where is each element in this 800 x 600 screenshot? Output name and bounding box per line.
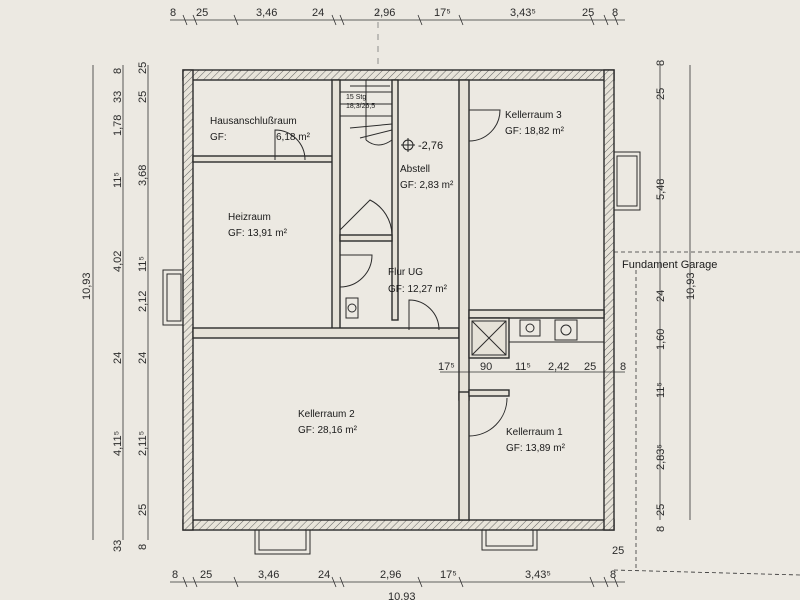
dim-bottom: 24 [318, 569, 330, 581]
inner-walls [192, 79, 605, 521]
dim-inner: 25 [584, 361, 596, 373]
dim-left: 1,78 [112, 115, 124, 136]
dim-right: 8 [655, 526, 667, 532]
dim-left-mid: 25 [137, 504, 149, 516]
room-kellerraum2-name: Kellerraum 2 [298, 409, 355, 420]
stair-ratio: 18,3/26,5 [346, 103, 375, 110]
dim-left: 4,11⁵ [112, 431, 124, 456]
dims-left-inner: 8 33 1,78 11⁵ 4,02 24 4,11⁵ 33 [112, 68, 124, 552]
dim-top: 2,96 [374, 7, 395, 19]
window-niches [162, 151, 641, 555]
dim-left-mid: 24 [137, 352, 149, 364]
dim-bottom-total: 10,93 [388, 591, 416, 600]
dim-top: 8 [170, 7, 176, 19]
dim-top: 25 [196, 7, 208, 19]
dim-left-mid: 2,11⁵ [137, 431, 149, 456]
garage-foundation: Fundament Garage [613, 251, 800, 576]
dim-top: 3,46 [256, 7, 277, 19]
dim-inner: 2,42 [548, 361, 569, 373]
dim-inner: 17⁵ [438, 361, 455, 373]
room-kellerraum3-area: GF: 18,82 m² [505, 126, 565, 137]
room-heizraum-name: Heizraum [228, 212, 271, 223]
dim-left: 11⁵ [112, 172, 124, 188]
dim-inner: 8 [620, 361, 626, 373]
dim-right: 25 [655, 88, 667, 100]
garage-label: Fundament Garage [622, 259, 717, 271]
dim-right: 25 [655, 504, 667, 516]
outer-walls [182, 69, 615, 531]
level-mark-label: -2,76 [418, 140, 443, 152]
dim-bottom: 3,46 [258, 569, 279, 581]
stair-count: 15 Stg [346, 94, 366, 101]
doors [274, 109, 578, 437]
dims-right: 8 25 5,48 24 1,60 11⁵ 2,83⁵ 25 8 10,93 [655, 60, 697, 532]
room-hausanschlussraum-area-value: 6,18 m² [276, 132, 311, 143]
dim-left-mid: 8 [137, 544, 149, 550]
dim-left-total: 10,93 [81, 272, 93, 300]
dim-bottom: 17⁵ [440, 569, 457, 581]
dim-left-mid: 3,68 [137, 165, 149, 186]
dim-right: 2,83⁵ [655, 444, 667, 470]
dimension-lines [92, 14, 691, 588]
dim-left: 33 [112, 540, 124, 552]
room-flur-area: GF: 12,27 m² [388, 284, 448, 295]
dim-left: 4,02 [112, 251, 124, 272]
dim-right-total: 10,93 [685, 272, 697, 300]
room-abstell-name: Abstell [400, 164, 430, 175]
dim-left: 24 [112, 352, 124, 364]
dims-top: 8 25 3,46 24 2,96 17⁵ 3,43⁵ 25 8 [170, 7, 618, 19]
room-hausanschlussraum-area: GF: [210, 132, 227, 143]
room-flur-name: Flur UG [388, 267, 423, 278]
dim-top: 8 [612, 7, 618, 19]
level-marker: -2,76 [401, 138, 443, 152]
dim-right: 8 [655, 60, 667, 66]
dim-right: 11⁵ [655, 382, 667, 398]
dim-bottom: 2,96 [380, 569, 401, 581]
dim-right: 5,48 [655, 179, 667, 200]
dim-left: 8 [112, 68, 124, 74]
room-abstell-area: GF: 2,83 m² [400, 180, 454, 191]
dim-bottom: 25 [612, 545, 624, 557]
dim-left-mid: 25 [137, 91, 149, 103]
dim-inner: 90 [480, 361, 492, 373]
dim-inner: 11⁵ [515, 361, 531, 373]
room-kellerraum3-name: Kellerraum 3 [505, 110, 562, 121]
dim-top: 17⁵ [434, 7, 451, 19]
dim-top: 24 [312, 7, 324, 19]
dims-left-mid: 25 25 3,68 11⁵ 2,12 24 2,11⁵ 25 8 [137, 62, 149, 550]
dim-top: 3,43⁵ [510, 7, 536, 19]
staircase: 15 Stg 18,3/26,5 [339, 79, 393, 236]
dim-bottom: 25 [200, 569, 212, 581]
dim-left-mid: 2,12 [137, 291, 149, 312]
dim-bottom: 8 [610, 569, 616, 581]
room-kellerraum1-area: GF: 13,89 m² [506, 443, 566, 454]
dim-left-mid: 11⁵ [137, 256, 149, 272]
room-hausanschlussraum-name: Hausanschlußraum [210, 116, 297, 127]
dim-right: 24 [655, 290, 667, 302]
room-kellerraum1-name: Kellerraum 1 [506, 427, 563, 438]
dim-left-mid: 25 [137, 62, 149, 74]
room-heizraum-area: GF: 13,91 m² [228, 228, 288, 239]
room-labels: Hausanschlußraum GF: 6,18 m² Heizraum GF… [210, 110, 566, 454]
room-kellerraum2-area: GF: 28,16 m² [298, 425, 358, 436]
dim-right: 1,60 [655, 329, 667, 350]
dim-bottom: 3,43⁵ [525, 569, 551, 581]
dim-top: 25 [582, 7, 594, 19]
dims-bottom: 8 25 3,46 24 2,96 17⁵ 3,43⁵ 25 8 10,93 [172, 545, 624, 600]
dims-inner-row: 17⁵ 90 11⁵ 2,42 25 8 [438, 361, 626, 373]
dim-left: 33 [112, 91, 124, 103]
dim-bottom: 8 [172, 569, 178, 581]
